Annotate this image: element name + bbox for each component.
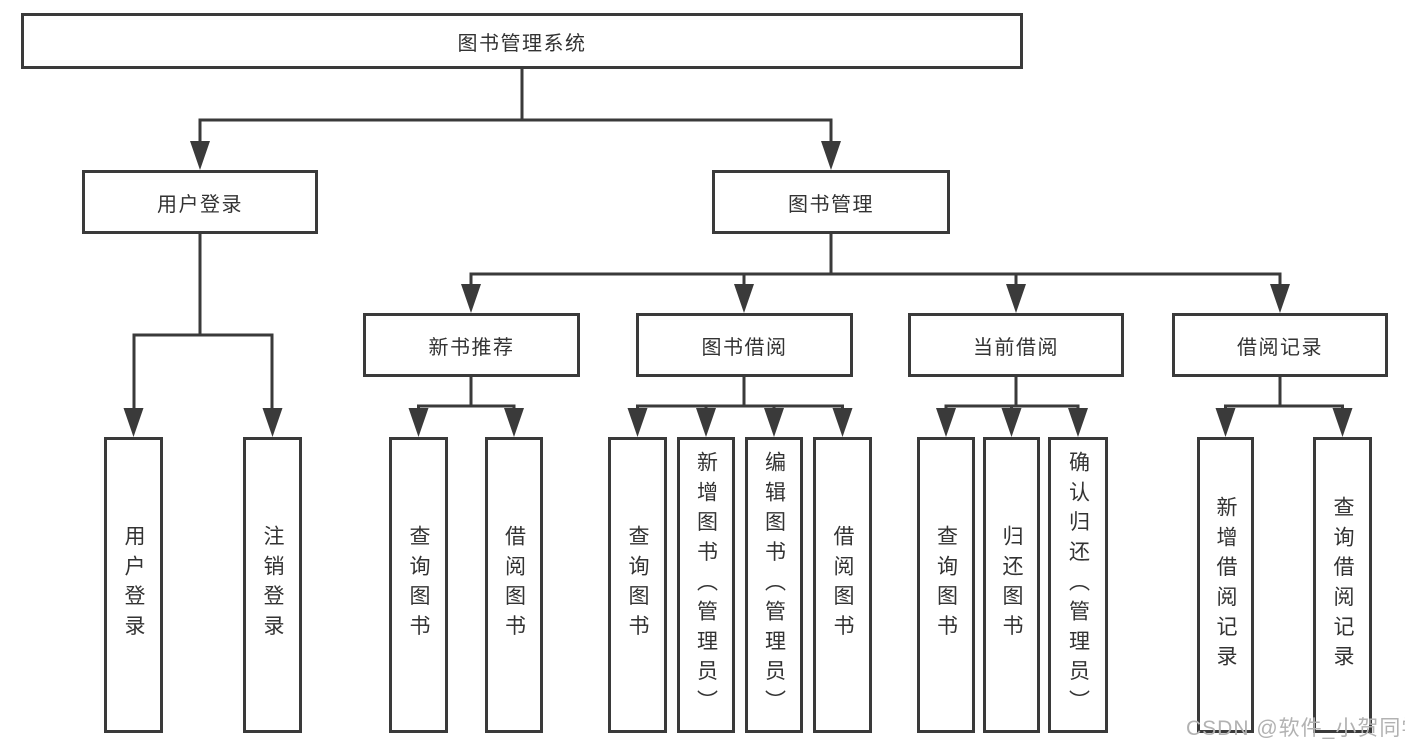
arrow-down-icon <box>1270 284 1290 313</box>
leaf-add-book-admin: 新增图书（管理员） <box>677 437 735 733</box>
leaf-user-login: 用户登录 <box>104 437 163 733</box>
arrowheads <box>123 141 1353 437</box>
leaf-edit-book-admin-label: 编辑图书（管理员） <box>762 450 786 720</box>
arrow-down-icon <box>821 141 841 170</box>
arrow-down-icon <box>123 408 144 437</box>
leaf-confirm-return-admin: 确认归还（管理员） <box>1048 437 1108 733</box>
arrow-down-icon <box>504 408 524 437</box>
node-user-login: 用户登录 <box>82 170 318 234</box>
leaf-borrow-books-2-label: 借阅图书 <box>831 525 854 645</box>
connector-book-management <box>469 232 1282 288</box>
leaf-query-borrow-record-label: 查询借阅记录 <box>1331 495 1354 675</box>
connector-user-login <box>132 232 274 412</box>
leaf-confirm-return-admin-label: 确认归还（管理员） <box>1066 450 1090 720</box>
connector-book-borrow <box>636 375 844 412</box>
arrow-down-icon <box>1006 284 1026 313</box>
leaf-add-borrow-record: 新增借阅记录 <box>1197 437 1254 733</box>
node-current-borrow: 当前借阅 <box>908 313 1124 377</box>
leaf-return-book-label: 归还图书 <box>1000 525 1023 645</box>
node-book-borrow-label: 图书借阅 <box>701 336 788 359</box>
node-new-book-recommend: 新书推荐 <box>363 313 580 377</box>
connector-borrow-records <box>1224 375 1344 412</box>
csdn-watermark: CSDN @软件_小贺同学 <box>1186 717 1405 740</box>
arrow-down-icon <box>734 284 754 313</box>
node-book-management-label: 图书管理 <box>788 193 874 216</box>
node-current-borrow-label: 当前借阅 <box>973 336 1059 359</box>
node-new-book-recommend-label: 新书推荐 <box>428 336 515 359</box>
arrow-down-icon <box>696 408 716 437</box>
leaf-add-book-admin-label: 新增图书（管理员） <box>694 450 718 720</box>
arrow-down-icon <box>627 408 648 437</box>
node-book-management: 图书管理 <box>712 170 950 234</box>
connector-current-borrow <box>944 375 1080 412</box>
arrow-down-icon <box>764 408 784 437</box>
node-borrow-records: 借阅记录 <box>1172 313 1388 377</box>
leaf-logout-label: 注销登录 <box>261 525 284 645</box>
leaf-query-books-3-label: 查询图书 <box>934 525 958 645</box>
leaf-borrow-books-2: 借阅图书 <box>813 437 872 733</box>
connector-new-book-recommend <box>417 375 516 412</box>
leaf-add-borrow-record-label: 新增借阅记录 <box>1214 495 1237 675</box>
arrow-down-icon <box>1332 408 1353 437</box>
leaf-edit-book-admin: 编辑图书（管理员） <box>745 437 803 733</box>
leaf-query-books-1-label: 查询图书 <box>407 525 430 645</box>
arrow-down-icon <box>262 408 283 437</box>
node-book-borrow: 图书借阅 <box>636 313 853 377</box>
arrow-down-icon <box>1001 408 1022 437</box>
leaf-return-book: 归还图书 <box>983 437 1040 733</box>
arrow-down-icon <box>936 408 956 437</box>
leaf-query-books-1: 查询图书 <box>389 437 448 733</box>
arrow-down-icon <box>408 408 429 437</box>
node-root-label: 图书管理系统 <box>457 32 587 55</box>
node-user-login-label: 用户登录 <box>157 193 243 216</box>
arrow-down-icon <box>1215 408 1236 437</box>
leaf-query-books-2: 查询图书 <box>608 437 667 733</box>
leaf-query-books-2-label: 查询图书 <box>626 525 649 645</box>
node-root: 图书管理系统 <box>21 13 1023 69</box>
leaf-logout: 注销登录 <box>243 437 302 733</box>
leaf-query-books-3: 查询图书 <box>917 437 975 733</box>
arrow-down-icon <box>832 408 853 437</box>
leaf-borrow-books-1: 借阅图书 <box>485 437 543 733</box>
leaf-user-login-label: 用户登录 <box>122 525 145 645</box>
arrow-down-icon <box>190 141 210 170</box>
leaf-query-borrow-record: 查询借阅记录 <box>1313 437 1372 733</box>
connector-root <box>198 67 833 146</box>
node-borrow-records-label: 借阅记录 <box>1237 336 1323 359</box>
arrow-down-icon <box>1068 408 1088 437</box>
leaf-borrow-books-1-label: 借阅图书 <box>502 525 526 645</box>
arrow-down-icon <box>461 284 481 313</box>
